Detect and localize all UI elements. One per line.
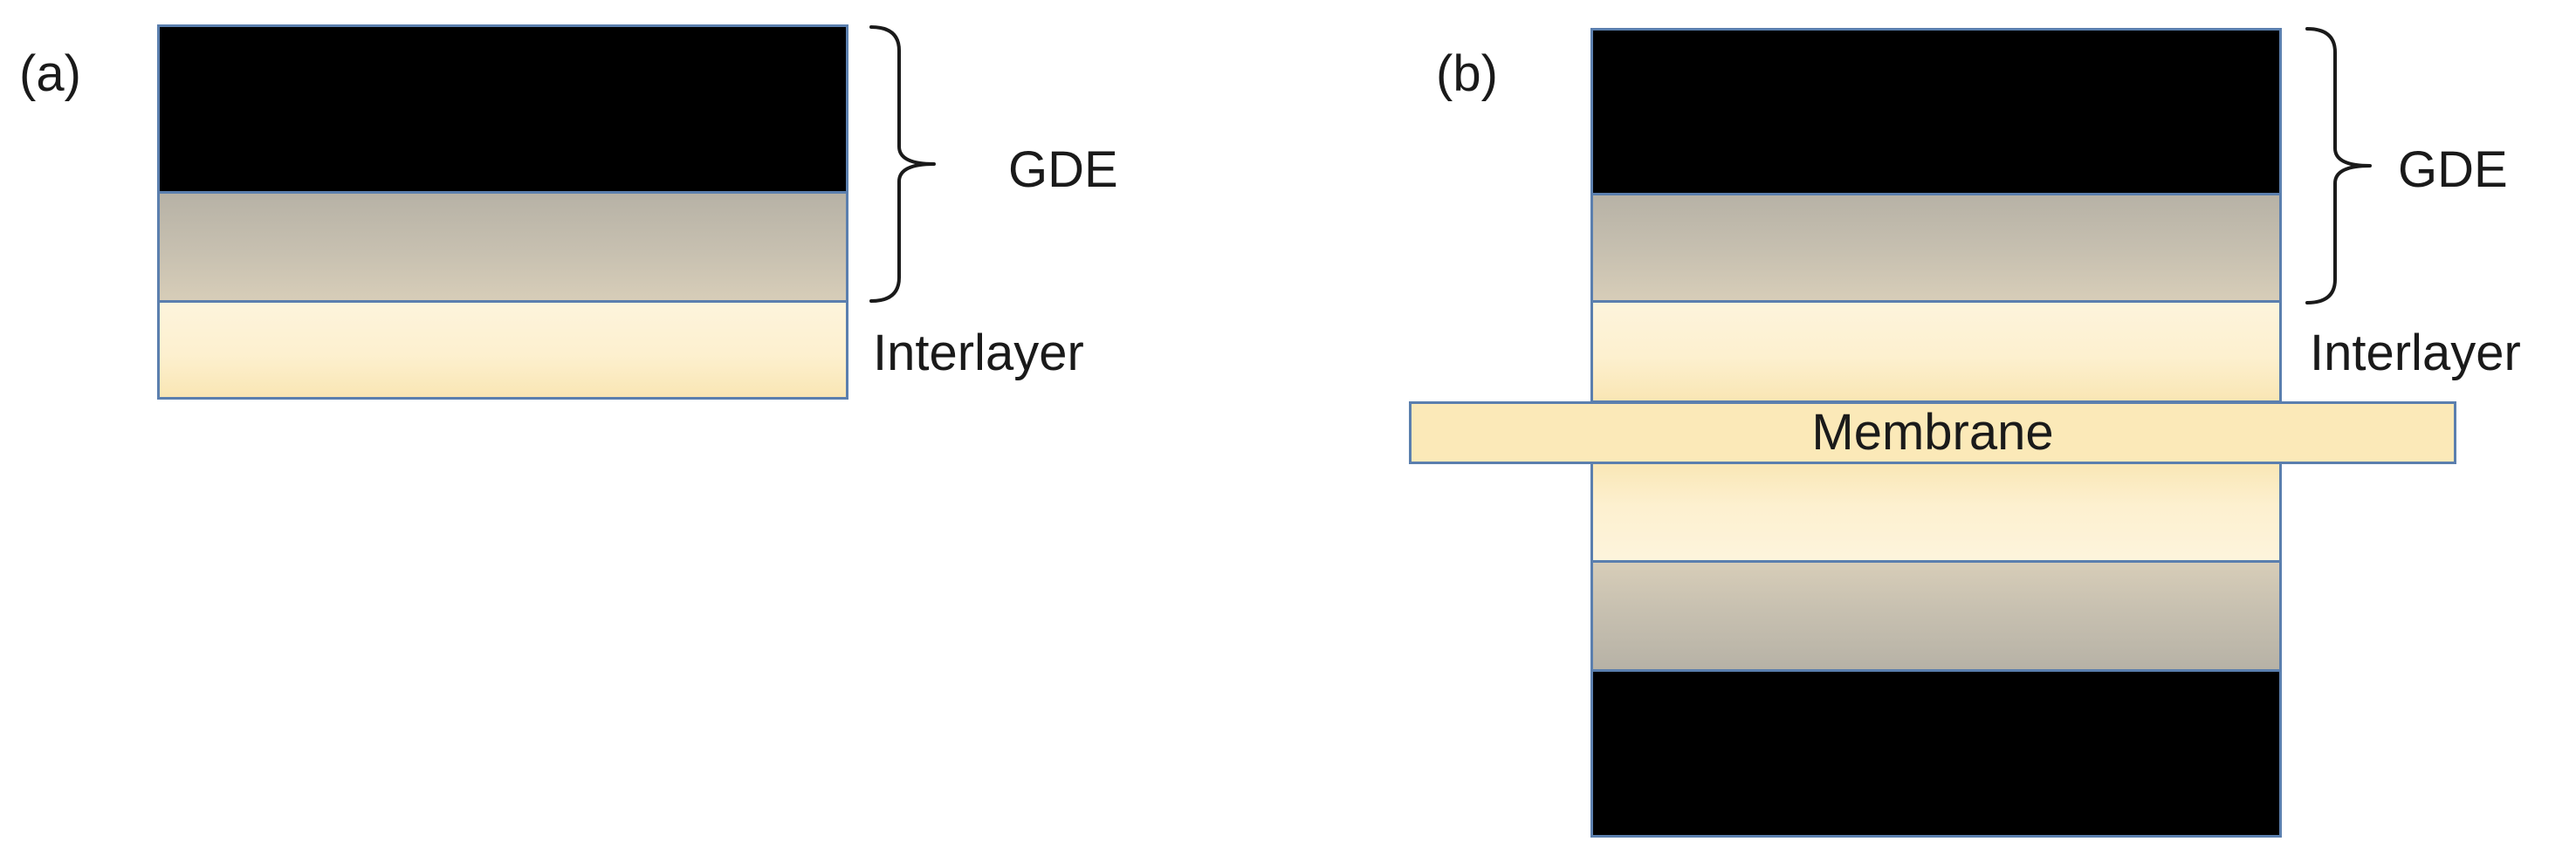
panel-b-label: (b) <box>1436 45 1498 102</box>
panel-b-bottom-interlayer <box>1590 458 2282 563</box>
panel-b: (b) Membrane GDE Interlayer <box>1222 0 2576 862</box>
panel-b-interlayer-label: Interlayer <box>2310 325 2521 381</box>
panel-a-interlayer <box>157 300 848 400</box>
panel-b-top-microporous-layer <box>1590 193 2282 303</box>
panel-b-gde-label: GDE <box>2398 141 2508 198</box>
panel-a-gde-brace <box>869 25 936 303</box>
panel-a: (a) GDE Interlayer <box>0 0 1222 862</box>
panel-b-top-interlayer <box>1590 300 2282 403</box>
panel-a-label: (a) <box>19 45 81 102</box>
panel-a-gas-diffusion-layer <box>157 24 848 194</box>
panel-a-gde-label: GDE <box>1008 141 1118 198</box>
panel-b-gde-brace <box>2305 27 2372 304</box>
panel-b-membrane: Membrane <box>1409 401 2456 464</box>
panel-a-microporous-layer <box>157 191 848 303</box>
panel-b-top-gas-diffusion-layer <box>1590 28 2282 195</box>
panel-a-interlayer-label: Interlayer <box>873 325 1084 381</box>
panel-b-bottom-microporous-layer <box>1590 560 2282 672</box>
panel-b-bottom-gas-diffusion-layer <box>1590 669 2282 838</box>
